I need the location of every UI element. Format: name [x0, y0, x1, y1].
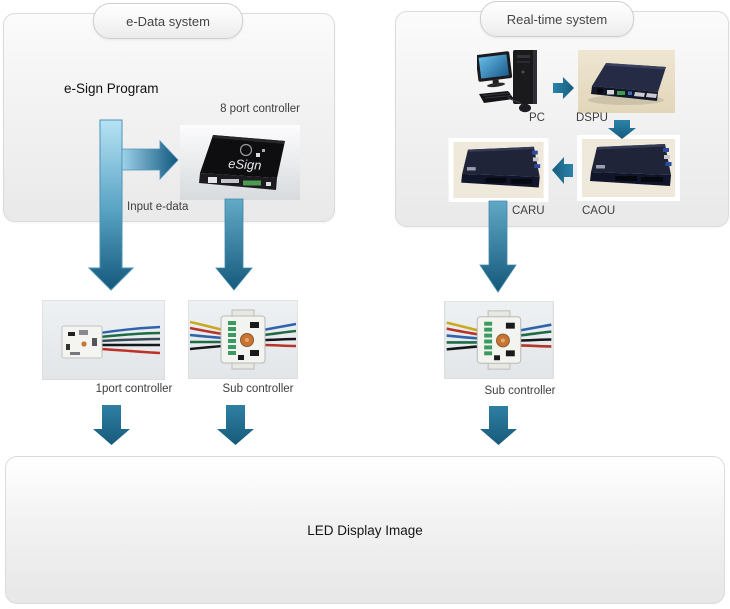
dspu-image — [578, 50, 675, 113]
pc-icon — [477, 50, 537, 113]
realtime-system-badge: Real-time system — [480, 1, 634, 37]
caru-label: CARU — [512, 205, 545, 217]
caru-device-icon — [448, 138, 549, 202]
esign-logo-text: eSign — [228, 156, 262, 173]
arrow-subright-to-led — [480, 406, 517, 445]
led-display-label: LED Display Image — [307, 522, 423, 538]
arrow-subleft-to-led — [217, 405, 254, 445]
esign-device-icon: eSign — [180, 125, 300, 200]
caou-label: CAOU — [582, 205, 616, 217]
8port-controller-image: eSign — [180, 125, 300, 200]
oneport-board-icon — [42, 300, 165, 380]
oneport-controller-image — [42, 300, 165, 380]
input-edata-label: Input e-data — [127, 201, 189, 213]
dspu-device-icon — [578, 50, 675, 113]
arrow-oneport-to-led — [93, 405, 130, 445]
sub-controller-right-image — [444, 301, 554, 379]
dspu-label: DSPU — [576, 112, 608, 124]
pc-image — [477, 50, 547, 114]
sub-controller-icon — [188, 300, 298, 379]
sub-controller-right-label: Sub controller — [484, 385, 556, 397]
realtime-system-title: Real-time system — [506, 11, 608, 27]
led-display-box: LED Display Image — [5, 456, 725, 604]
caou-device-icon — [577, 135, 680, 201]
sub-controller-icon — [444, 301, 554, 379]
edata-system-title: e-Data system — [126, 13, 210, 29]
sub-controller-left-label: Sub controller — [222, 383, 294, 395]
pc-label: PC — [529, 112, 545, 124]
caou-image — [577, 134, 680, 202]
esign-program-label: e-Sign Program — [64, 81, 159, 96]
8port-controller-label: 8 port controller — [220, 103, 300, 115]
edata-system-badge: e-Data system — [93, 3, 243, 39]
oneport-controller-label: 1port controller — [95, 383, 173, 395]
caru-image — [447, 138, 550, 202]
sub-controller-left-image — [188, 300, 298, 379]
